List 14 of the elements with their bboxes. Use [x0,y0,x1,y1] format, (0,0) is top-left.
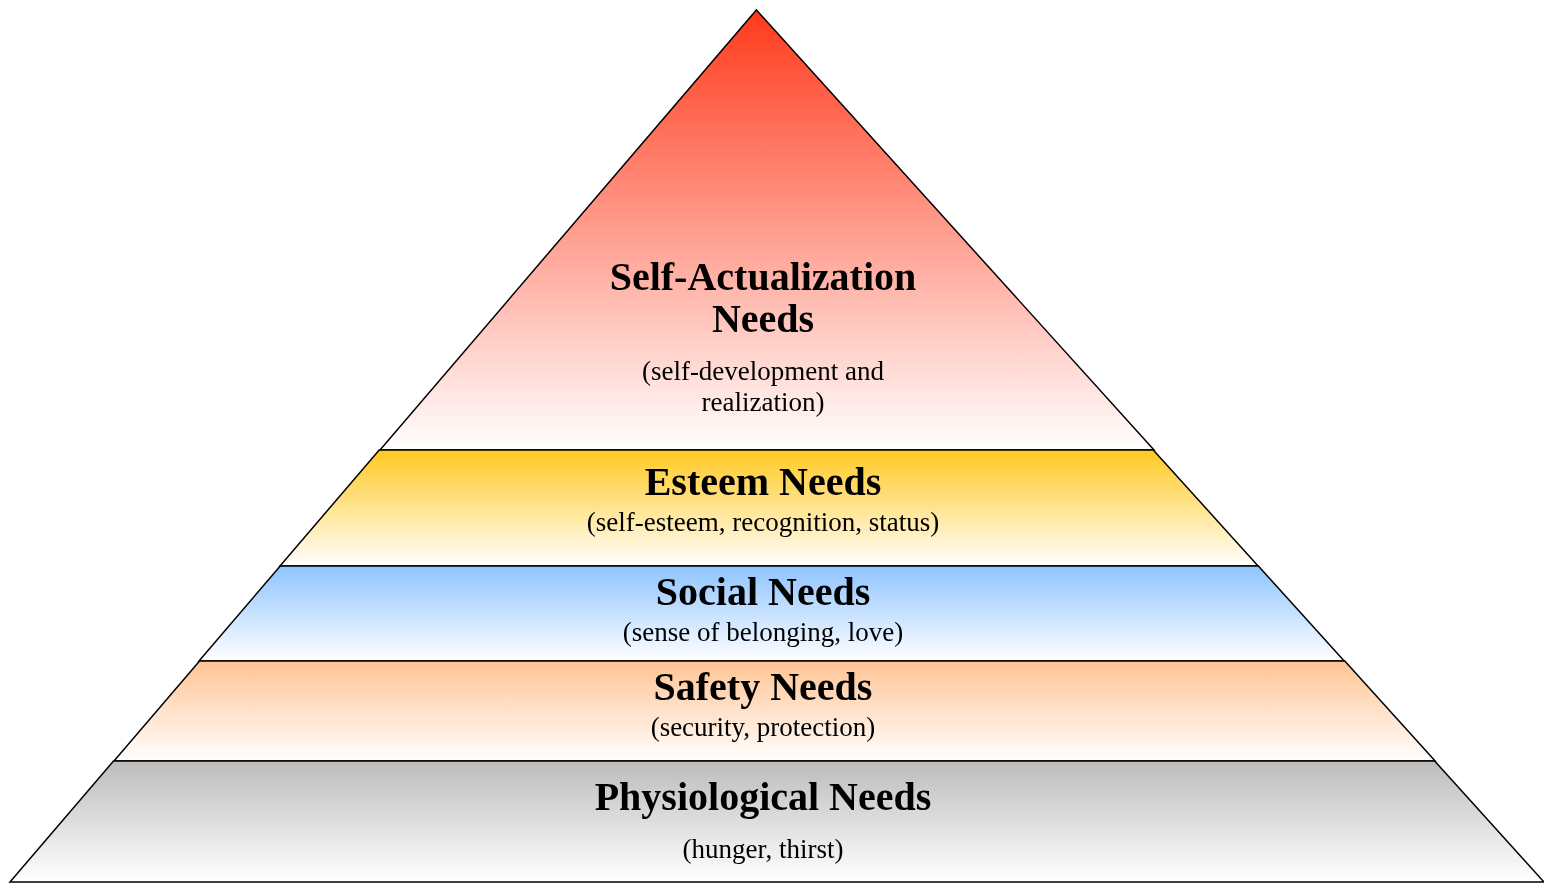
tier-title: Esteem Needs [644,461,882,503]
tier-description: (self-esteem, recognition, status) [586,507,940,538]
tier-description: (self-development and realization) [640,356,886,418]
pyramid-tier [280,450,1259,566]
tier-title: Social Needs [655,571,871,613]
pyramid-tier [10,761,1544,882]
tier-title: Self-Actualization Needs [608,256,918,340]
tier-description: (security, protection) [650,712,876,743]
tier-title: Safety Needs [653,666,873,708]
tier-title: Physiological Needs [594,776,932,818]
tier-description: (sense of belonging, love) [622,617,904,648]
pyramid-tier [199,566,1345,661]
pyramid-tier [113,661,1435,761]
tier-description: (hunger, thirst) [682,834,844,865]
